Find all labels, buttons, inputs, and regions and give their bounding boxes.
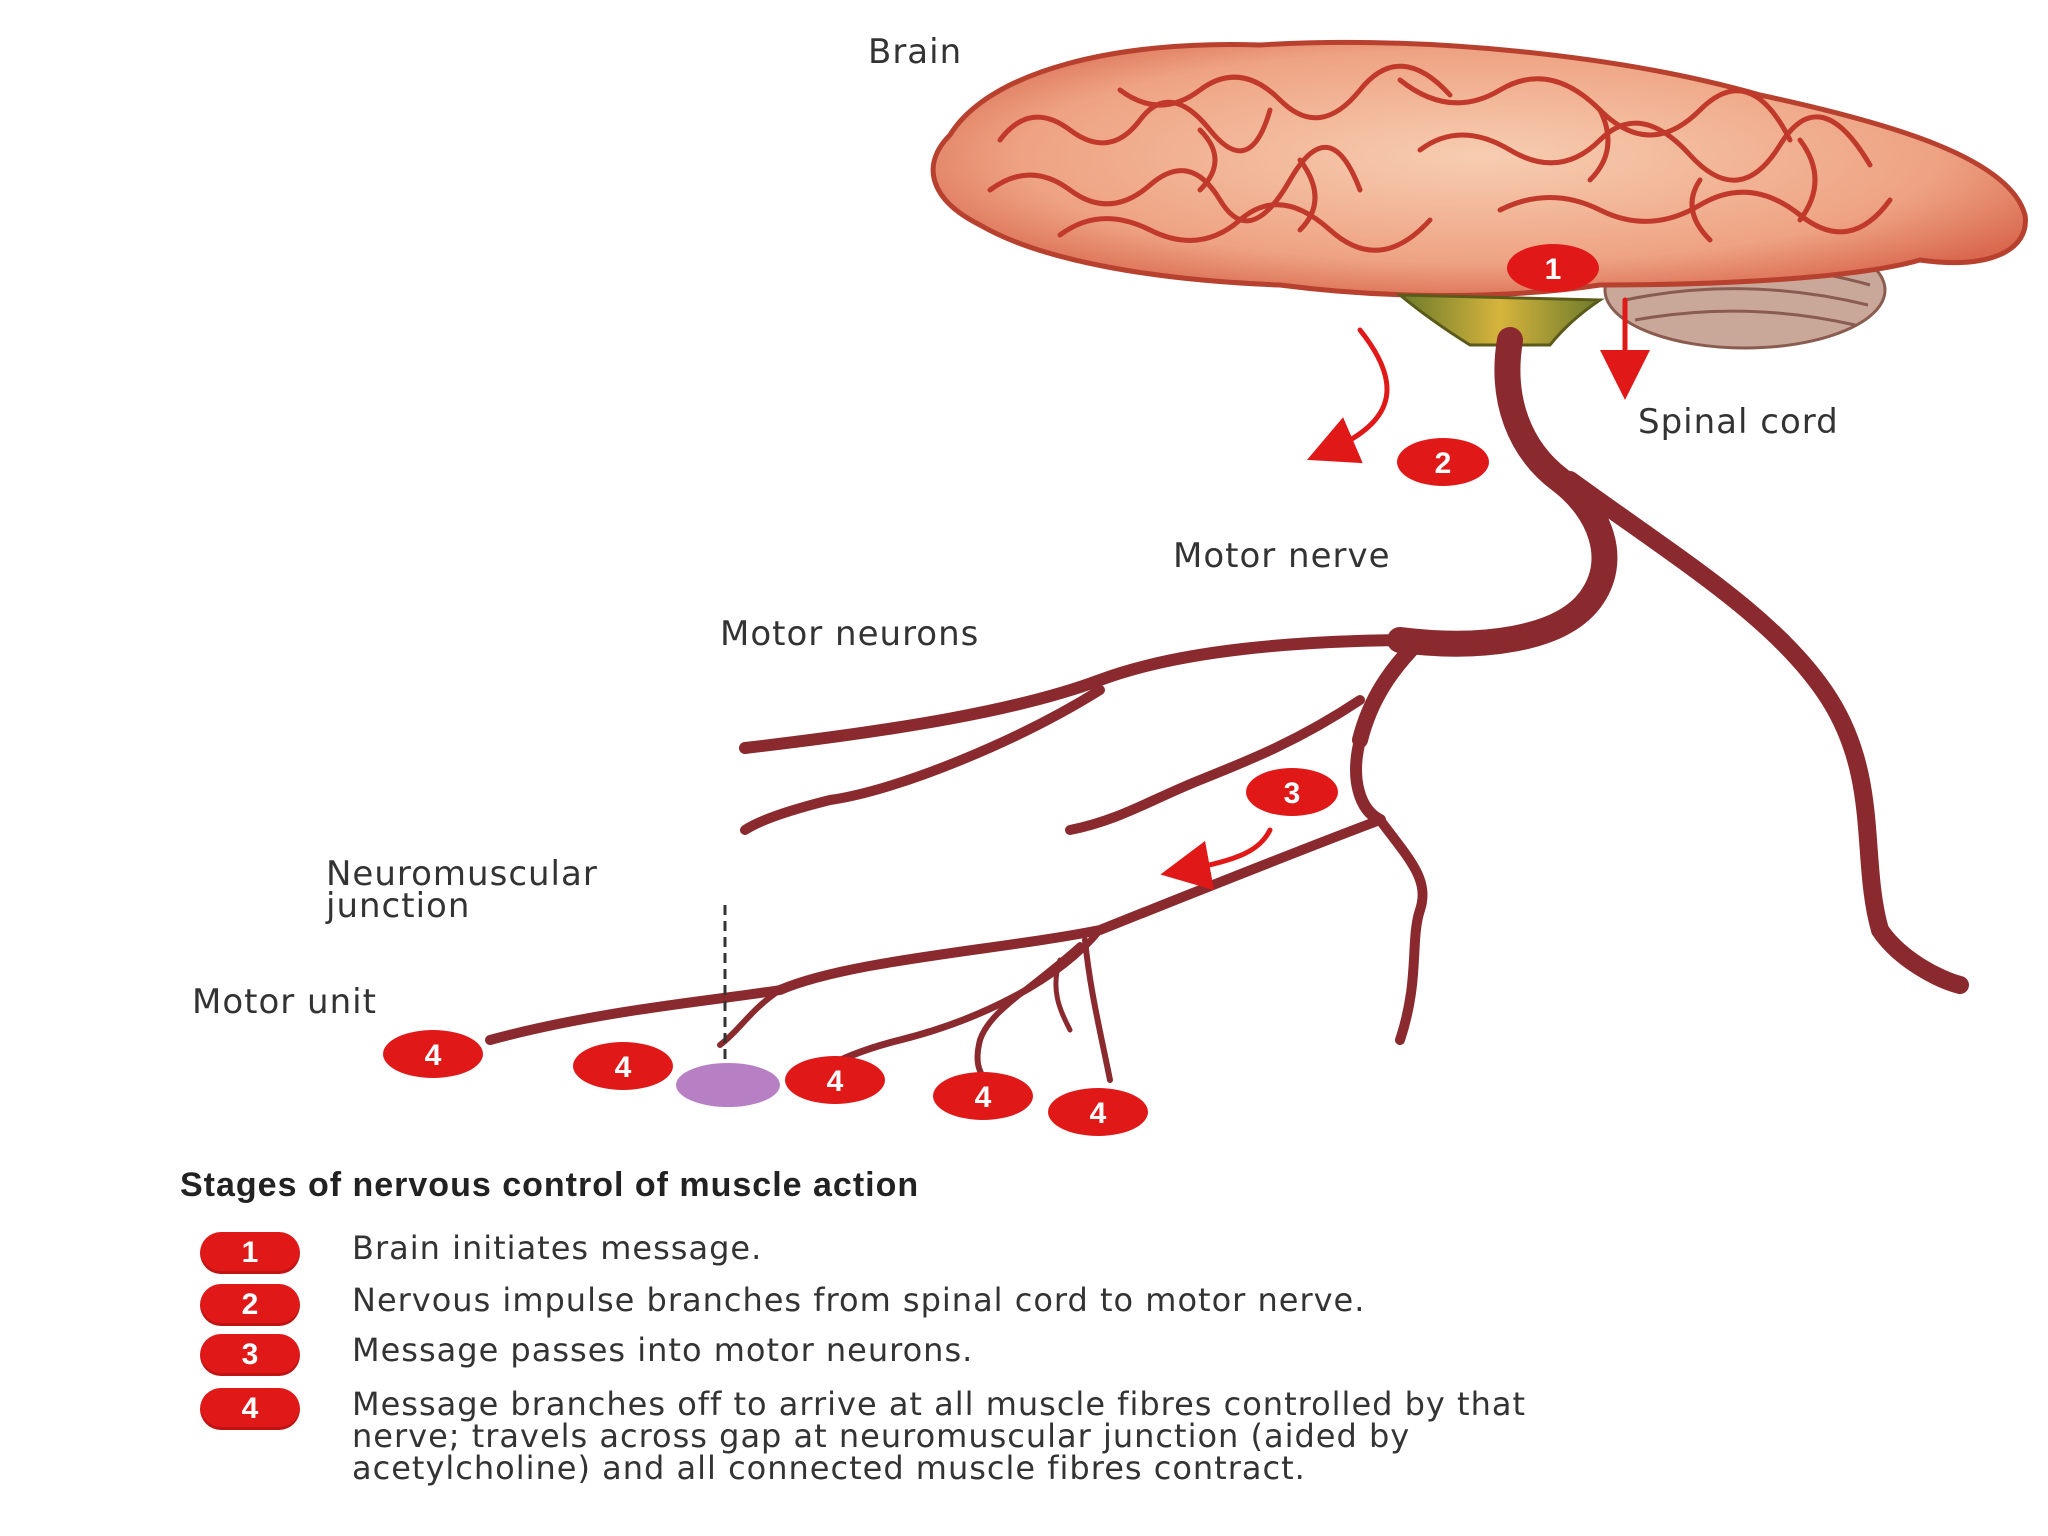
- legend-text: Brain initiates message.: [352, 1229, 763, 1267]
- legend-item: 4 Message branches off to arrive at all …: [200, 1388, 1592, 1484]
- label-brain: Brain: [868, 32, 962, 72]
- legend-text: Message passes into motor neurons.: [352, 1331, 974, 1369]
- legend-text: Nervous impulse branches from spinal cor…: [352, 1281, 1366, 1319]
- label-motor-nerve: Motor nerve: [1173, 536, 1391, 576]
- legend-text: Message branches off to arrive at all mu…: [352, 1385, 1527, 1487]
- badge-stage-4: 4: [785, 1056, 885, 1104]
- label-motor-unit: Motor unit: [192, 982, 377, 1022]
- legend-badge: 3: [200, 1334, 300, 1376]
- badge-stage-3: 3: [1246, 768, 1338, 816]
- arrow-stage3: [1160, 827, 1273, 891]
- label-spinal-cord: Spinal cord: [1638, 402, 1839, 442]
- neuromuscular-junction-dot: [676, 1063, 780, 1107]
- badge-stage-4: 4: [383, 1030, 483, 1078]
- badge-stage-4: 4: [1048, 1088, 1148, 1136]
- brain-illustration: [930, 39, 2028, 298]
- legend-title: Stages of nervous control of muscle acti…: [180, 1166, 920, 1204]
- svg-text:4: 4: [425, 1039, 442, 1072]
- arrow-stage2: [1307, 327, 1390, 464]
- legend-badge: 4: [200, 1388, 300, 1430]
- nerve-tree: [485, 327, 1969, 1083]
- badge-stage-4: 4: [573, 1042, 673, 1090]
- label-motor-neurons: Motor neurons: [720, 614, 979, 654]
- svg-text:4: 4: [1090, 1097, 1107, 1130]
- legend-item: 2 Nervous impulse branches from spinal c…: [200, 1284, 2032, 1326]
- svg-text:3: 3: [1284, 777, 1301, 810]
- label-neuromuscular: Neuromuscular: [326, 854, 598, 894]
- badge-stage-4: 4: [933, 1072, 1033, 1120]
- legend-badge: 1: [200, 1232, 300, 1274]
- svg-text:4: 4: [615, 1051, 632, 1084]
- legend-item: 3 Message passes into motor neurons.: [200, 1334, 2032, 1376]
- svg-text:2: 2: [1435, 447, 1452, 480]
- svg-text:4: 4: [827, 1065, 844, 1098]
- svg-text:4: 4: [975, 1081, 992, 1114]
- badge-stage-1: 1: [1507, 244, 1599, 292]
- legend-badge: 2: [200, 1284, 300, 1326]
- badge-stage-2: 2: [1397, 438, 1489, 486]
- svg-text:1: 1: [1545, 253, 1562, 286]
- impulse-arrows: [1160, 297, 1650, 891]
- label-junction: junction: [325, 886, 470, 926]
- legend-item: 1 Brain initiates message.: [200, 1232, 2032, 1274]
